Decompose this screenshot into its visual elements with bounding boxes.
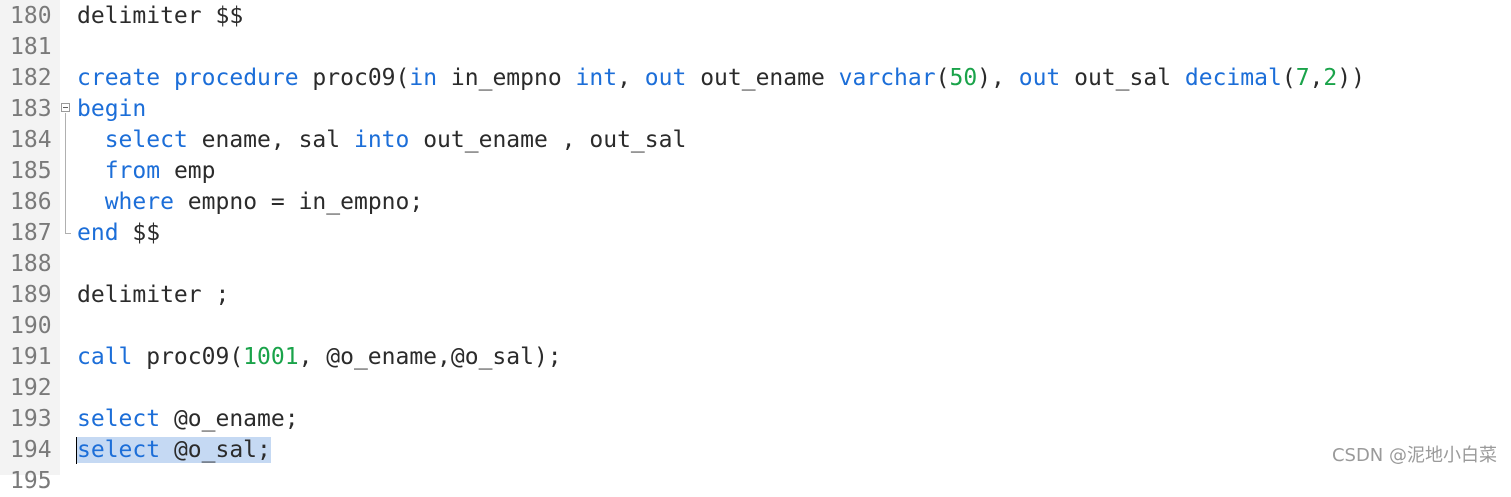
code-text: select @o_ename; [77,404,299,435]
text-token [160,65,174,91]
keyword-token: int [575,65,618,91]
text-token: out_ename , out_sal [409,127,687,153]
line-number: 194 [10,437,52,463]
keyword-token: create [77,65,161,91]
line-number: 188 [10,251,52,277]
text-token: emp [160,158,216,184]
keyword-token: into [353,127,410,153]
code-line[interactable]: 194 select @o_sal; [0,435,1511,466]
code-line[interactable]: 187 end $$ [0,113,1511,249]
line-number: 191 [10,344,52,370]
text-token: out_sal [1060,65,1185,91]
code-line[interactable]: 180 delimiter $$ [0,1,1511,32]
line-number: 189 [10,282,52,308]
keyword-token: from [104,158,161,184]
keyword-token: call [77,344,133,370]
fold-collapse-icon[interactable] [61,103,70,112]
number-token: 1001 [243,344,299,370]
text-token: , [1309,65,1324,91]
code-text: select @o_sal; [77,435,271,466]
line-number: 180 [10,3,52,29]
code-line[interactable]: 190 [0,311,1511,342]
keyword-token: end [77,220,119,246]
line-number: 192 [10,375,52,401]
line-number: 184 [10,127,52,153]
code-text: end $$ [77,218,160,249]
text-caret [76,437,77,464]
code-line[interactable]: 189 delimiter ; [0,280,1511,311]
text-token: delimiter $$ [77,3,244,29]
code-line[interactable]: 183 begin [0,94,1511,125]
text-token: @o_ename; [160,406,299,432]
code-line[interactable]: 193 select @o_ename; [0,404,1511,435]
code-line[interactable]: 191 call proc09(1001, @o_ename,@o_sal); [0,342,1511,373]
line-number: 186 [10,189,52,215]
text-token: out_ename [686,65,839,91]
code-text: call proc09(1001, @o_ename,@o_sal); [77,342,562,373]
text-token: , @o_ename,@o_sal); [298,344,562,370]
number-token: 7 [1295,65,1310,91]
text-token: ( [935,65,950,91]
selected-text: select @o_sal; [77,437,271,463]
code-text: where empno = in_empno; [77,187,424,218]
keyword-token: in [409,65,438,91]
text-token [77,189,105,215]
text-token: ename, sal [187,127,354,153]
text-token: $$ [118,220,161,246]
keyword-token: procedure [173,65,299,91]
text-token: )) [1337,65,1365,91]
keyword-token: select [104,127,188,153]
line-number-gutter [0,0,60,475]
code-line[interactable]: 192 [0,373,1511,404]
keyword-token: out [1018,65,1061,91]
text-token: @o_sal; [160,437,271,463]
csdn-watermark: CSDN @泥地小白菜 [1331,445,1497,466]
keyword-token: out [644,65,687,91]
line-number: 183 [10,96,52,122]
text-token: , [617,65,645,91]
code-text: delimiter $$ [77,1,243,32]
keyword-token: where [104,189,174,215]
line-number: 190 [10,313,52,339]
keyword-token: select [77,437,161,463]
line-number: 181 [10,34,52,60]
keyword-token: varchar [838,65,936,91]
code-line[interactable]: 188 [0,249,1511,280]
number-token: 2 [1323,65,1338,91]
code-line[interactable]: 185 from emp [0,156,1511,187]
text-token: in_empno [437,65,576,91]
keyword-token: decimal [1184,65,1282,91]
fold-end-marker [65,233,71,234]
text-token: proc09( [298,65,410,91]
fold-guide-line [65,113,66,233]
keyword-token: select [77,406,161,432]
keyword-token: begin [77,96,147,122]
line-number: 195 [10,468,52,494]
code-text: delimiter ; [77,280,229,311]
code-line[interactable]: 186 where empno = in_empno; [0,187,1511,218]
text-token: empno = in_empno; [173,189,424,215]
number-token: 50 [949,65,978,91]
code-line[interactable]: 195 [0,466,1511,497]
code-text: begin [77,94,146,125]
code-text: from emp [77,156,216,187]
line-number: 187 [10,220,52,246]
code-line[interactable]: 181 [0,32,1511,63]
code-line[interactable]: 184 select ename, sal into out_ename , o… [0,125,1511,156]
code-text: select ename, sal into out_ename , out_s… [77,125,687,156]
text-token: ), [977,65,1019,91]
text-token [77,158,105,184]
code-line[interactable]: 182 create procedure proc09(in in_empno i… [0,63,1511,94]
text-token [77,127,105,153]
text-token: proc09( [132,344,244,370]
text-token: ( [1281,65,1296,91]
line-number: 193 [10,406,52,432]
line-number: 185 [10,158,52,184]
line-number: 182 [10,65,52,91]
text-token: delimiter ; [77,282,230,308]
code-text: create procedure proc09(in in_empno int,… [77,63,1365,94]
